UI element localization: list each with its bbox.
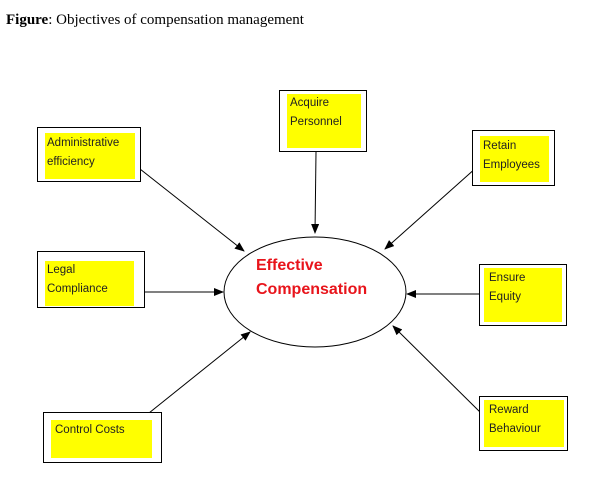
node-reward-behaviour-label: Reward Behaviour — [489, 404, 541, 435]
node-acquire-personnel: Acquire Personnel — [279, 90, 367, 152]
node-administrative-efficiency: Administrative efficiency — [37, 127, 141, 182]
arrow-retain-employees — [384, 166, 478, 250]
node-retain-employees-label: Retain Employees — [483, 140, 540, 171]
node-retain-employees: Retain Employees — [472, 130, 555, 186]
arrow-administrative-efficiency — [139, 168, 245, 252]
figure-caption-prefix: Figure — [6, 12, 49, 28]
node-legal-compliance-label: Legal Compliance — [47, 264, 108, 295]
node-control-costs: Control Costs — [43, 412, 162, 463]
node-ensure-equity: Ensure Equity — [479, 264, 567, 326]
arrow-control-costs — [148, 331, 251, 414]
figure-caption-text: : Objectives of compensation management — [48, 12, 304, 28]
figure-caption: Figure: Objectives of compensation manag… — [6, 12, 304, 29]
node-control-costs-label: Control Costs — [55, 424, 125, 436]
arrow-reward-behaviour — [392, 325, 484, 416]
node-legal-compliance: Legal Compliance — [37, 251, 145, 308]
node-reward-behaviour: Reward Behaviour — [479, 396, 568, 451]
node-acquire-personnel-label: Acquire Personnel — [290, 97, 342, 128]
arrow-acquire-personnel — [311, 151, 320, 234]
center-label: Effective Compensation — [256, 257, 368, 298]
node-ensure-equity-label: Ensure Equity — [489, 272, 526, 303]
node-administrative-efficiency-label: Administrative efficiency — [47, 137, 120, 168]
